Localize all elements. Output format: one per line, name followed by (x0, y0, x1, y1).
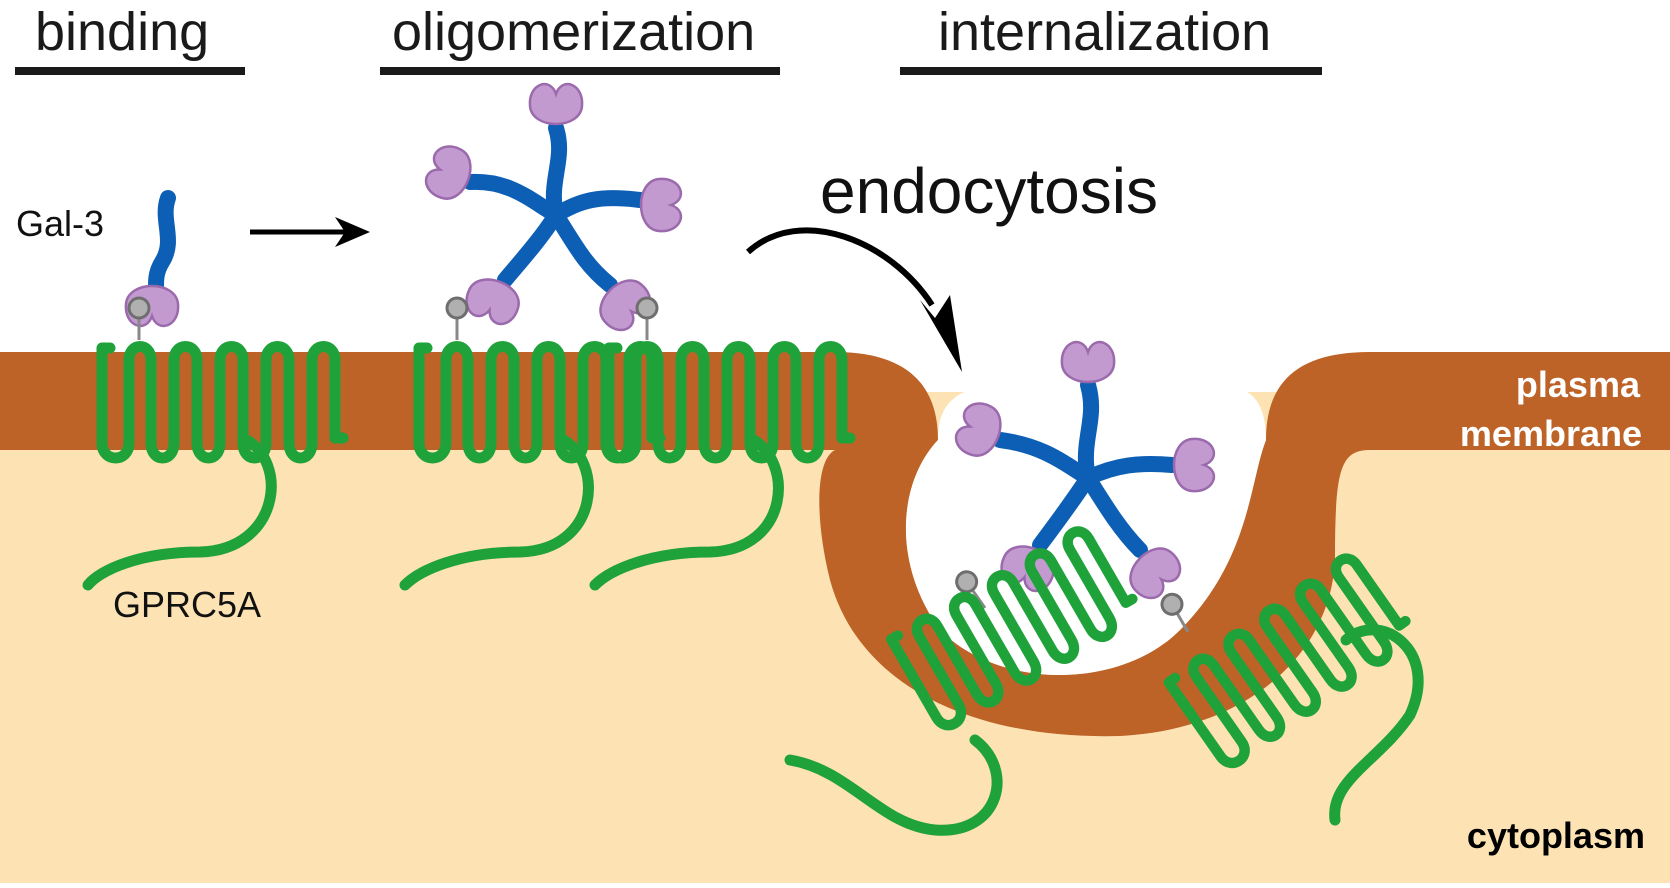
transition-arrow (250, 217, 370, 247)
heading-internalization: internalization (938, 2, 1271, 62)
glycan (635, 296, 659, 342)
glycan (445, 296, 469, 342)
heading-oligomerization: oligomerization (392, 2, 755, 62)
heading-binding: binding (35, 2, 209, 62)
gal3-pentamer-internalized (950, 340, 1216, 607)
gprc5a-c-tail (589, 432, 784, 591)
endocytosis-arrow (745, 227, 962, 372)
gprc5a-c-tail (82, 432, 277, 591)
gal3-monomer-linker (148, 190, 176, 308)
gprc5a-c-tail (784, 734, 1003, 836)
plasma-membrane-label: plasma (1516, 364, 1641, 405)
endocytosis-label: endocytosis (820, 155, 1158, 227)
gprc5a-label: GPRC5A (113, 584, 261, 625)
cytoplasm-label: cytoplasm (1467, 815, 1645, 856)
gprc5a-c-tail (1329, 624, 1424, 826)
gprc5a-c-tail (399, 432, 594, 591)
plasma-membrane-label: membrane (1460, 413, 1642, 454)
gal3-label: Gal-3 (16, 203, 104, 244)
gal3-pentamer-oligomerization (420, 82, 683, 339)
